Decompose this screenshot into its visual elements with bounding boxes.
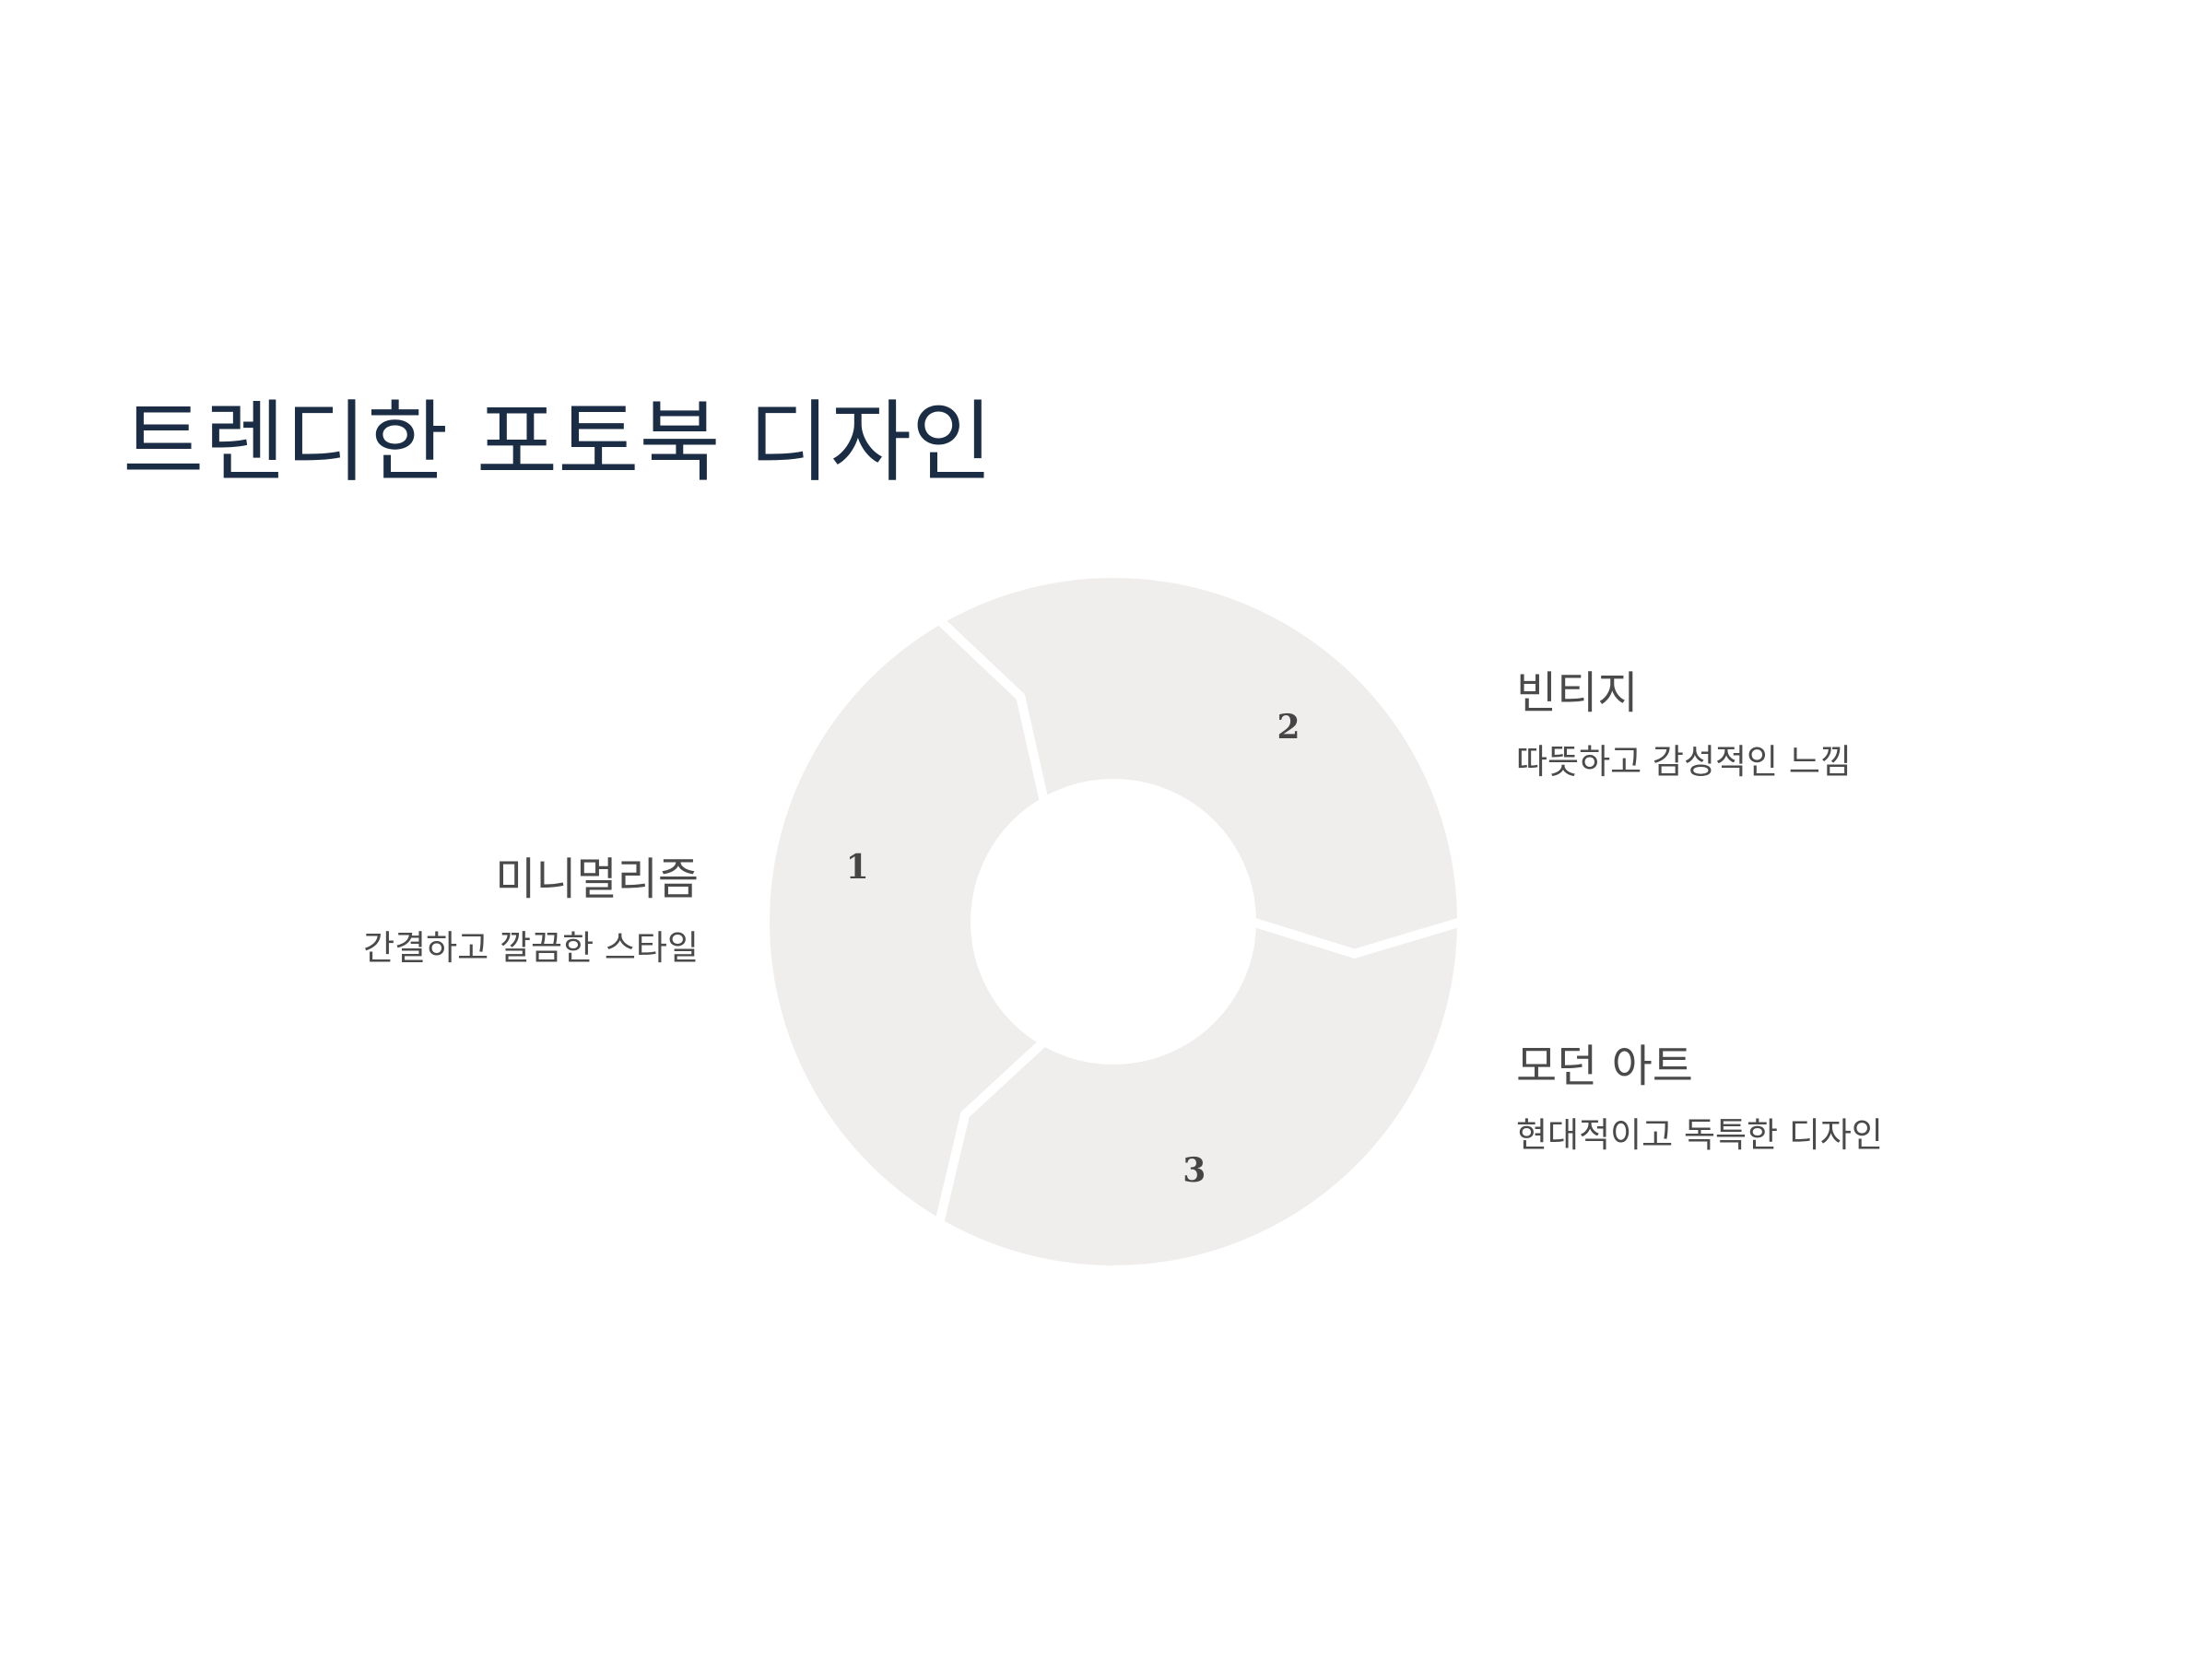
segment-3-description: 현대적이고 독특한 디자인 [1516,1114,1883,1155]
segment-2-description: 따뜻하고 감성적인 느낌 [1516,741,1852,782]
segment-3-heading: 모던 아트 [1516,1041,1693,1092]
page-title: 트렌디한 포토북 디자인 [123,391,994,494]
segment-1-heading: 미니멀리즘 [495,853,699,905]
cycle-segment-2 [931,569,1467,959]
segment-3-number: 3 [1182,1151,1206,1190]
segment-3-text: 모던 아트 현대적이고 독특한 디자인 [1516,1042,1883,1154]
cycle-segment-3 [934,915,1467,1275]
segment-2-text: 빈티지 따뜻하고 감성적인 느낌 [1516,669,1852,781]
segment-1-number: 1 [846,848,869,887]
segment-1-text: 미니멀리즘 간결하고 깔끔한 스타일 [363,855,699,967]
cycle-segment-1 [760,614,1053,1231]
segment-2-heading: 빈티지 [1516,667,1639,719]
segment-2-number: 2 [1277,708,1300,747]
segment-1-description: 간결하고 깔끔한 스타일 [363,927,699,968]
